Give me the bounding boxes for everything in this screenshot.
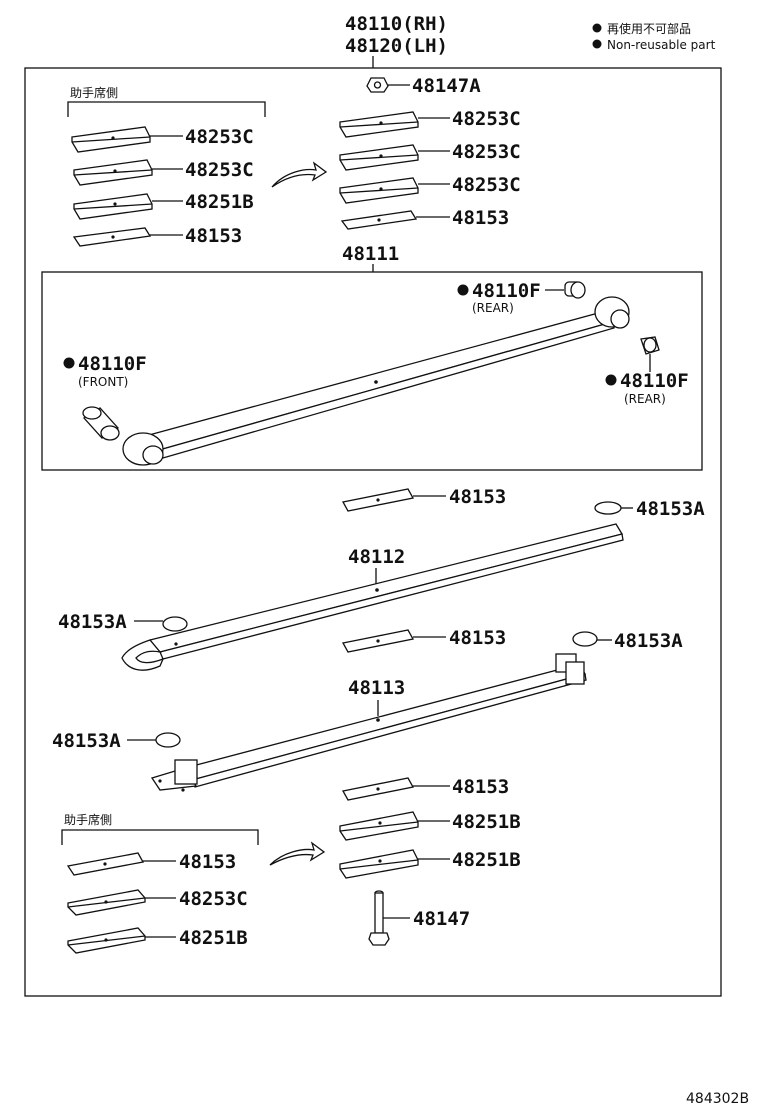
ul-pad-2	[73, 159, 153, 186]
side-label-top: 助手席側	[70, 85, 118, 100]
label-bolt: 48147	[413, 908, 470, 930]
non-reusable-dot-icon	[605, 374, 617, 386]
pad-b	[341, 629, 415, 653]
label-ur-4: 48153	[452, 207, 509, 229]
label-ur-3: 48253C	[452, 174, 521, 196]
label-lr-3: 48251B	[452, 849, 521, 871]
non-reusable-dot-icon	[63, 357, 75, 369]
label-cap-b: 48153A	[58, 611, 127, 633]
legend-jp: 再使用不可部品	[607, 21, 691, 36]
non-reusable-dot-icon	[457, 284, 469, 296]
ul-pad-1	[71, 126, 151, 153]
pad-a	[341, 488, 415, 512]
label-bush-rear1-sub: (REAR)	[472, 301, 514, 315]
cap-b	[162, 616, 188, 632]
label-cap-d: 48153A	[52, 730, 121, 752]
ur-pad-1	[339, 111, 419, 138]
leaf-2	[121, 523, 624, 671]
label-bush-rear2-sub: (REAR)	[624, 392, 666, 406]
label-ll-3: 48251B	[179, 927, 248, 949]
label-pad-b: 48153	[449, 627, 506, 649]
label-bush-rear1: 48110F	[472, 280, 541, 302]
leaf-3	[150, 653, 587, 792]
lr-pad-2	[339, 811, 419, 841]
label-bush-front: 48110F	[78, 353, 147, 375]
label-nut: 48147A	[412, 75, 481, 97]
cap-d	[155, 732, 181, 748]
bushing-rear-2	[640, 336, 660, 355]
label-ul-1: 48253C	[185, 126, 254, 148]
cap-c	[572, 631, 598, 647]
ur-pad-2	[339, 144, 419, 171]
lr-pad-1	[341, 777, 415, 801]
label-ul-4: 48153	[185, 225, 242, 247]
ur-pad-4	[340, 210, 418, 230]
label-leaf1: 48111	[342, 243, 399, 265]
top-part-rh: 48110(RH)	[345, 13, 448, 35]
cap-a	[594, 501, 622, 515]
label-ul-3: 48251B	[185, 191, 254, 213]
label-lr-1: 48153	[452, 776, 509, 798]
bushing-rear-1	[564, 281, 586, 299]
ll-pad-1	[66, 852, 145, 876]
ll-pad-3	[67, 927, 146, 954]
arrow-icon	[271, 161, 328, 188]
arrow-icon	[269, 841, 326, 866]
main-leaf-box	[41, 271, 703, 471]
label-lr-2: 48251B	[452, 811, 521, 833]
legend-en: Non-reusable part	[607, 38, 716, 52]
label-cap-c: 48153A	[614, 630, 683, 652]
label-leaf2: 48112	[348, 546, 405, 568]
ul-pad-3	[73, 193, 153, 220]
legend-dot-icon	[592, 39, 602, 49]
top-part-lh: 48120(LH)	[345, 35, 448, 57]
nut-part	[366, 77, 389, 93]
ll-pad-2	[67, 889, 146, 916]
label-ll-1: 48153	[179, 851, 236, 873]
legend-dot-icon	[592, 23, 602, 33]
bushing-front	[82, 406, 120, 441]
label-pad-a: 48153	[449, 486, 506, 508]
label-ur-1: 48253C	[452, 108, 521, 130]
label-ll-2: 48253C	[179, 888, 248, 910]
main-leaf-spring	[122, 296, 630, 466]
label-bush-front-sub: (FRONT)	[78, 375, 128, 389]
side-label-bottom: 助手席側	[64, 812, 112, 827]
label-bush-rear2: 48110F	[620, 370, 689, 392]
label-leaf3: 48113	[348, 677, 405, 699]
center-bolt	[368, 890, 390, 946]
label-cap-a: 48153A	[636, 498, 705, 520]
ul-pad-4	[72, 227, 152, 247]
label-ur-2: 48253C	[452, 141, 521, 163]
figure-code: 484302B	[686, 1091, 749, 1107]
ur-pad-3	[339, 177, 419, 204]
label-ul-2: 48253C	[185, 159, 254, 181]
lr-pad-3	[339, 849, 419, 879]
